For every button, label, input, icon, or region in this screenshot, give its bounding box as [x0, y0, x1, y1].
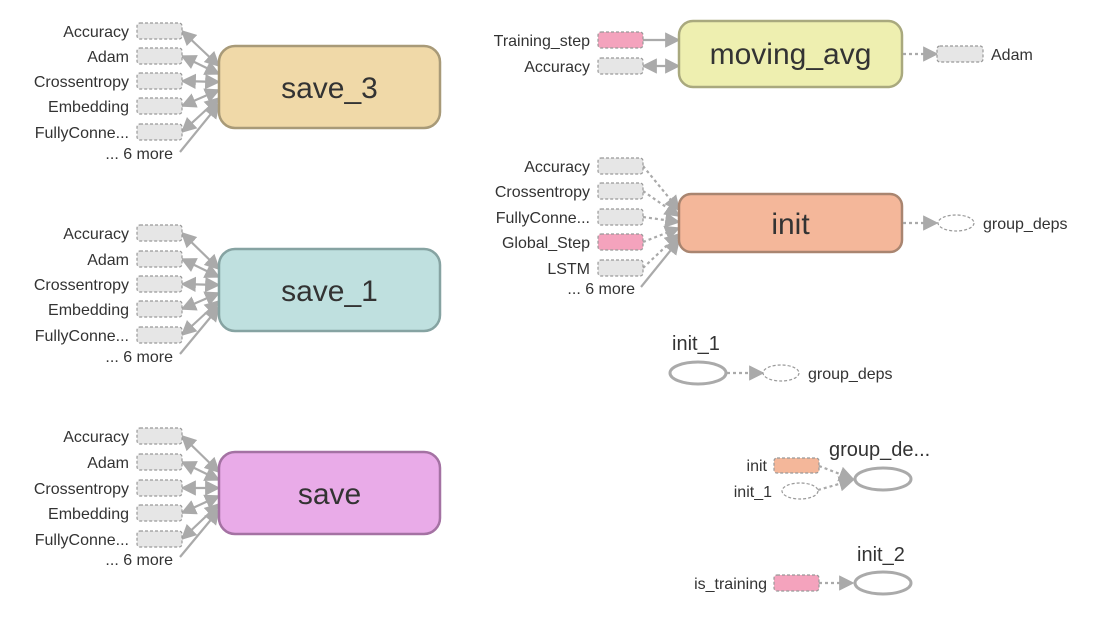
- save-input-label[interactable]: Crossentropy: [34, 481, 129, 498]
- init-1-cluster: init_1 group_deps: [668, 333, 893, 386]
- save-3-input-label[interactable]: FullyConne...: [35, 125, 129, 142]
- adam-out-stub: [936, 45, 984, 63]
- save-3-cluster: Accuracy Adam Crossentropy Embedding Ful…: [34, 22, 442, 163]
- group-deps-edge: [817, 476, 855, 492]
- group-deps-title: group_de...: [829, 439, 930, 461]
- save-input-stubs: [136, 427, 183, 548]
- save-3-input-label[interactable]: Crossentropy: [34, 74, 129, 91]
- init-input-label[interactable]: LSTM: [547, 261, 590, 278]
- init-input-label[interactable]: FullyConne...: [496, 210, 590, 227]
- save-cluster: Accuracy Adam Crossentropy Embedding Ful…: [34, 427, 442, 569]
- save-3-input-stubs: [136, 22, 183, 141]
- save-1-input-label[interactable]: Crossentropy: [34, 277, 129, 294]
- save-1-input-stubs: [136, 224, 183, 344]
- is-training-stub: [773, 574, 820, 592]
- init-input-label[interactable]: Crossentropy: [495, 184, 590, 201]
- group-deps-input-stub: [781, 482, 819, 500]
- init-input-stub: [597, 182, 644, 200]
- training-step-stub: [597, 31, 644, 49]
- save-1-input-label[interactable]: Accuracy: [63, 226, 129, 243]
- save-edges: [179, 434, 221, 558]
- save-3-edges: [179, 29, 221, 153]
- group-deps-edge: [818, 464, 855, 482]
- group-deps-node[interactable]: [853, 466, 913, 492]
- moving-avg-output-label[interactable]: Adam: [991, 47, 1033, 64]
- save-1-node-label: save_1: [281, 275, 378, 308]
- moving-avg-input-label[interactable]: Training_step: [494, 33, 590, 50]
- init-2-input-label[interactable]: is_training: [694, 576, 767, 593]
- moving-avg-cluster: Training_step Accuracy moving_avg Adam: [494, 19, 1033, 89]
- save-node-label: save: [298, 478, 361, 511]
- init-input-stub: [597, 208, 644, 226]
- init-input-label[interactable]: Accuracy: [524, 159, 590, 176]
- group-deps-input-stub: [773, 457, 820, 474]
- init-input-stub: [597, 259, 644, 277]
- save-1-cluster: Accuracy Adam Crossentropy Embedding Ful…: [34, 224, 442, 366]
- init-node[interactable]: [677, 192, 904, 254]
- init-out-stub: [937, 214, 975, 232]
- init-node-label: init: [771, 208, 810, 241]
- init-1-output-label[interactable]: group_deps: [808, 366, 893, 383]
- save-3-input-label[interactable]: Adam: [87, 49, 129, 66]
- save-input-label[interactable]: Embedding: [48, 506, 129, 523]
- init-1-out-stub: [762, 364, 800, 382]
- init-edges: [640, 165, 681, 288]
- save-more-label[interactable]: ... 6 more: [105, 552, 173, 569]
- save-1-node[interactable]: [217, 247, 442, 333]
- init-2-title: init_2: [857, 544, 905, 566]
- group-deps-input-label[interactable]: init: [747, 458, 768, 475]
- save-1-edges: [179, 231, 221, 355]
- moving-avg-node[interactable]: [677, 19, 904, 89]
- save-1-input-label[interactable]: Adam: [87, 252, 129, 269]
- save-1-more-label[interactable]: ... 6 more: [105, 349, 173, 366]
- init-2-cluster: init_2 is_training: [694, 544, 913, 596]
- moving-avg-input-label[interactable]: Accuracy: [524, 59, 590, 76]
- save-input-label[interactable]: FullyConne...: [35, 532, 129, 549]
- save-3-more-label[interactable]: ... 6 more: [105, 146, 173, 163]
- init-2-node[interactable]: [853, 570, 913, 596]
- init-1-title: init_1: [672, 333, 720, 355]
- save-3-input-label[interactable]: Accuracy: [63, 24, 129, 41]
- init-input-label[interactable]: Global_Step: [502, 235, 590, 252]
- init-cluster: Accuracy Crossentropy FullyConne... Glob…: [495, 157, 1068, 298]
- init-input-stub: [597, 233, 644, 251]
- accuracy-stub: [597, 57, 644, 75]
- save-3-node-label: save_3: [281, 72, 378, 105]
- group-deps-cluster: group_de... init init_1: [734, 439, 930, 501]
- init-input-stub: [597, 157, 644, 175]
- save-node[interactable]: [217, 450, 442, 536]
- init-more-label[interactable]: ... 6 more: [567, 281, 635, 298]
- save-input-label[interactable]: Accuracy: [63, 429, 129, 446]
- group-deps-input-label[interactable]: init_1: [734, 484, 772, 501]
- init-output-label[interactable]: group_deps: [983, 216, 1068, 233]
- save-3-input-label[interactable]: Embedding: [48, 99, 129, 116]
- save-1-input-label[interactable]: FullyConne...: [35, 328, 129, 345]
- moving-avg-node-label: moving_avg: [710, 38, 872, 71]
- save-1-input-label[interactable]: Embedding: [48, 302, 129, 319]
- save-input-label[interactable]: Adam: [87, 455, 129, 472]
- save-3-node[interactable]: [217, 44, 442, 130]
- init-1-node[interactable]: [668, 360, 728, 386]
